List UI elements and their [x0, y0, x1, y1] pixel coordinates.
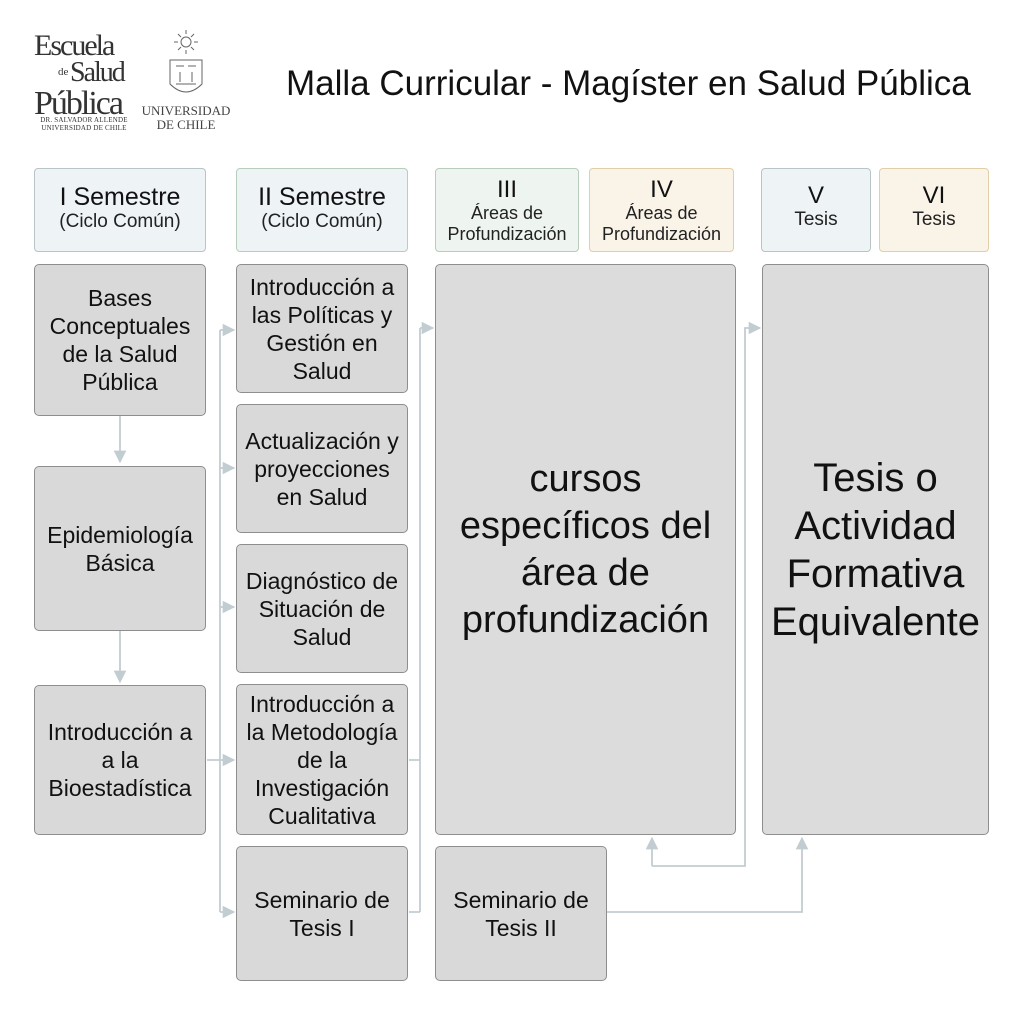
course-seminario-tesis-1: Seminario de Tesis I: [236, 846, 408, 981]
escuela-salud-publica-logo: Escuela de Salud Pública DR. SALVADOR AL…: [34, 29, 128, 133]
header-semester-3: III Áreas de Profundización: [435, 168, 579, 252]
course-metodologia-cualitativa: Introducción a la Metodología de la Inve…: [236, 684, 408, 835]
course-diagnostico-situacion: Diagnóstico de Situación de Salud: [236, 544, 408, 673]
arrow-to-tesis-column: [652, 321, 762, 867]
header-semester-6: VI Tesis: [879, 168, 989, 252]
university-emblem-icon: [169, 30, 203, 93]
header-semester-1: I Semestre (Ciclo Común): [34, 168, 206, 252]
course-actualizacion-proyecciones: Actualización y proyecciones en Salud: [236, 404, 408, 533]
bus-semester2-to-semester3: [409, 328, 421, 913]
course-seminario-tesis-2: Seminario de Tesis II: [435, 846, 607, 981]
course-politicas-gestion: Introducción a las Políticas y Gestión e…: [236, 264, 408, 393]
universidad-de-chile-logo: UNIVERSIDAD DE CHILE: [136, 28, 236, 136]
course-tesis-actividad-formativa: Tesis o Actividad Formativa Equivalente: [762, 264, 989, 835]
header-semester-5: V Tesis: [761, 168, 871, 252]
course-bioestadistica: Introducción a a la Bioestadística: [34, 685, 206, 835]
header-semester-4: IV Áreas de Profundización: [589, 168, 734, 252]
page-title: Malla Curricular - Magíster en Salud Púb…: [286, 64, 971, 103]
arrow-seminario2-to-tesis: [607, 836, 809, 913]
course-bases-conceptuales: Bases Conceptuales de la Salud Pública: [34, 264, 206, 416]
course-epidemiologia-basica: Epidemiología Básica: [34, 466, 206, 631]
course-cursos-especificos: cursos específicos del área de profundiz…: [435, 264, 736, 835]
header-semester-2: II Semestre (Ciclo Común): [236, 168, 408, 252]
bus-semester1-to-semester2: [207, 330, 221, 912]
